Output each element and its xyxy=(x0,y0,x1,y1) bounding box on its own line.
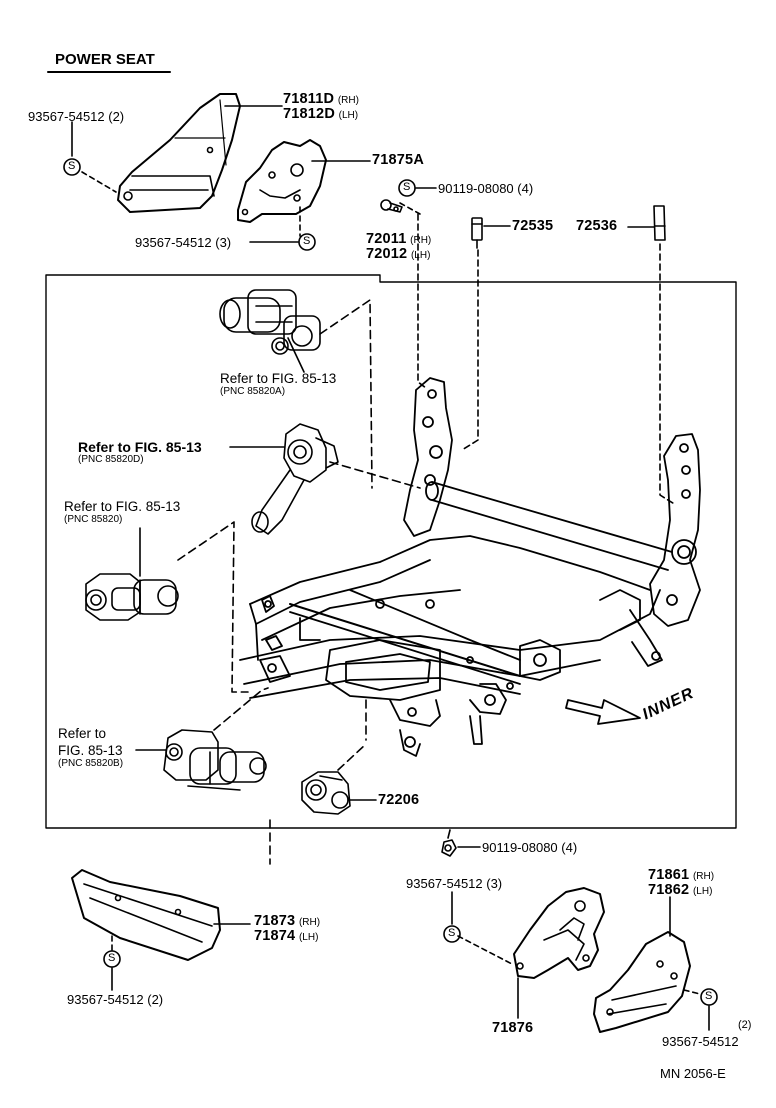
ref-label-85820: Refer to FIG. 85-13 xyxy=(64,499,181,514)
part-label-71862: 71862 (LH) xyxy=(648,882,713,898)
screw-s3: S xyxy=(403,181,411,193)
front-cover-71873 xyxy=(71,869,221,961)
figure-code: MN 2056-E xyxy=(660,1066,726,1081)
outer-shield-cover xyxy=(117,93,241,213)
guide-85820a xyxy=(319,299,373,489)
leader-bolt-top-drop xyxy=(417,213,427,389)
leader-s5 xyxy=(457,935,513,965)
screw-s2: S xyxy=(303,235,311,247)
motor-85820d xyxy=(251,423,339,535)
leader-s1 xyxy=(81,171,117,193)
ref-label-85820d: Refer to FIG. 85-13 xyxy=(78,439,202,455)
screw-symbols xyxy=(63,158,718,1006)
part-label-72012: 72012 (LH) xyxy=(366,246,431,262)
ref-pnc-85820b: (PNC 85820B) xyxy=(58,758,124,769)
part-label-71861: 71861 (RH) xyxy=(648,867,715,883)
bolt-bottom xyxy=(441,829,457,857)
ref-pnc-85820a: (PNC 85820A) xyxy=(220,386,286,397)
guide-85820d xyxy=(329,461,421,489)
fastener-label-bolt-bottom: 90119-08080 (4) xyxy=(482,840,578,855)
bolt-top xyxy=(380,199,403,213)
assembly-frame-box xyxy=(45,274,737,829)
motor-85820a xyxy=(219,289,321,355)
fastener-label-71861: 93567-54512 xyxy=(662,1034,739,1049)
rear-bracket-71876 xyxy=(513,887,605,979)
part-label-71876: 71876 xyxy=(492,1020,534,1036)
part-label-71874: 71874 (LH) xyxy=(254,928,319,944)
leader-72535-drop xyxy=(461,249,479,451)
ref-label-85820b-line2: FIG. 85-13 xyxy=(58,743,123,758)
seat-track-frame xyxy=(239,377,701,757)
part-label-71812: 71812D (LH) xyxy=(283,106,359,122)
screw-s6: S xyxy=(705,990,713,1002)
part-label-71875: 71875A xyxy=(372,152,424,168)
fastener-label-bolt-top: 90119-08080 (4) xyxy=(438,181,534,196)
fastener-label-71875: 93567-54512 (3) xyxy=(135,235,232,250)
part-label-71811: 71811D (RH) xyxy=(283,91,359,107)
fastener-label-top-left: 93567-54512 (2) xyxy=(28,109,125,124)
leader-s6 xyxy=(683,989,701,995)
fastener-label-71876: 93567-54512 (3) xyxy=(406,876,503,891)
ref-pnc-85820d: (PNC 85820D) xyxy=(78,454,144,465)
screw-s1: S xyxy=(68,160,76,172)
leader-85820a xyxy=(287,337,305,373)
part-label-72206: 72206 xyxy=(378,792,420,808)
pin-72535 xyxy=(471,217,483,249)
pin-72536 xyxy=(653,205,666,241)
leader-72536-drop xyxy=(659,243,677,506)
motor-85820b xyxy=(163,729,267,791)
screw-s4: S xyxy=(108,952,116,964)
inner-bracket-71875a xyxy=(237,139,327,223)
guide-85820 xyxy=(177,521,249,693)
guide-72206 xyxy=(337,743,367,771)
ref-pnc-85820: (PNC 85820) xyxy=(64,514,123,525)
part-label-72536: 72536 xyxy=(576,218,618,234)
motor-72206 xyxy=(301,771,351,815)
inner-direction-arrow xyxy=(565,699,641,725)
leader-s3 xyxy=(399,202,421,215)
ref-label-85820b-line1: Refer to xyxy=(58,726,107,741)
fastener-qty-71861: (2) xyxy=(738,1019,752,1031)
page-title: POWER SEAT xyxy=(55,51,155,68)
ref-label-85820a: Refer to FIG. 85-13 xyxy=(220,371,337,386)
screw-s5: S xyxy=(448,927,456,939)
fastener-label-71873: 93567-54512 (2) xyxy=(67,992,164,1007)
motor-85820 xyxy=(85,573,179,621)
part-label-71873: 71873 (RH) xyxy=(254,913,321,929)
inner-shield-71861 xyxy=(593,931,691,1033)
guide-85820b xyxy=(213,687,269,731)
part-label-72535: 72535 xyxy=(512,218,554,234)
part-label-72011: 72011 (RH) xyxy=(366,231,432,247)
